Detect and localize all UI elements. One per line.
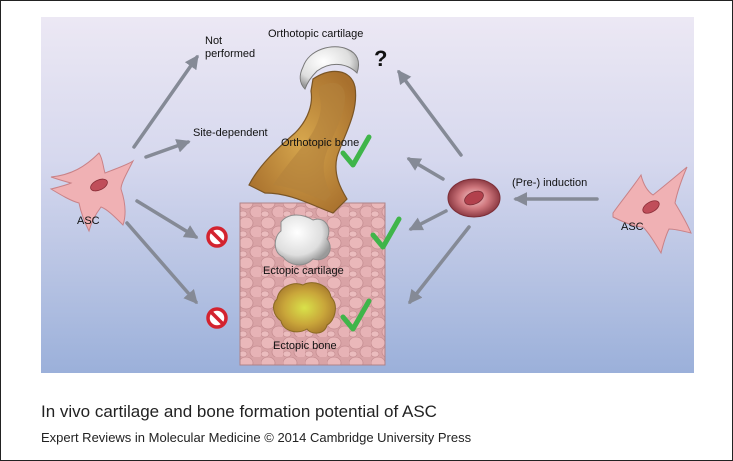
orthotopic-cartilage-label: Orthotopic cartilage <box>268 28 364 40</box>
check-icon <box>340 298 372 332</box>
orthotopic-bone-image <box>248 70 357 214</box>
diagram-panel: Not performed Orthotopic cartilage ? Sit… <box>41 17 694 373</box>
asc-cell-left <box>49 152 135 233</box>
arrow-icon <box>135 199 199 239</box>
induced-asc-disc <box>447 178 501 218</box>
figure-credit: Expert Reviews in Molecular Medicine © 2… <box>41 430 472 445</box>
diagram-svg <box>49 46 692 366</box>
asc-right-label: ASC <box>621 221 644 233</box>
arrow-icon <box>406 157 445 181</box>
figure-caption: In vivo cartilage and bone formation pot… <box>41 402 437 421</box>
site-dependent-label: Site-dependent <box>193 127 268 139</box>
asc-left-label: ASC <box>77 215 100 227</box>
orthotopic-cartilage-image <box>299 46 360 90</box>
ectopic-bone-label: Ectopic bone <box>273 340 337 352</box>
check-icon <box>370 216 402 250</box>
prohibited-icon <box>206 307 228 329</box>
prohibited-icon <box>206 226 228 248</box>
question-icon: ? <box>374 46 388 71</box>
arrow-icon <box>408 225 471 305</box>
arrows <box>125 54 599 305</box>
orthotopic-bone-label: Orthotopic bone <box>281 137 360 149</box>
arrow-icon <box>397 69 463 157</box>
asc-cell-right <box>612 166 692 255</box>
ectopic-cartilage-image <box>274 214 331 266</box>
ectopic-cartilage-label: Ectopic cartilage <box>263 265 344 277</box>
check-icon <box>340 134 372 168</box>
pre-induction-label: (Pre-) induction <box>512 177 588 189</box>
arrow-icon <box>408 209 448 231</box>
ectopic-bone-image <box>273 282 336 334</box>
not-performed-label: Not performed <box>205 35 256 60</box>
arrow-icon <box>125 221 198 305</box>
arrow-icon <box>132 54 199 149</box>
arrow-icon <box>144 139 191 159</box>
